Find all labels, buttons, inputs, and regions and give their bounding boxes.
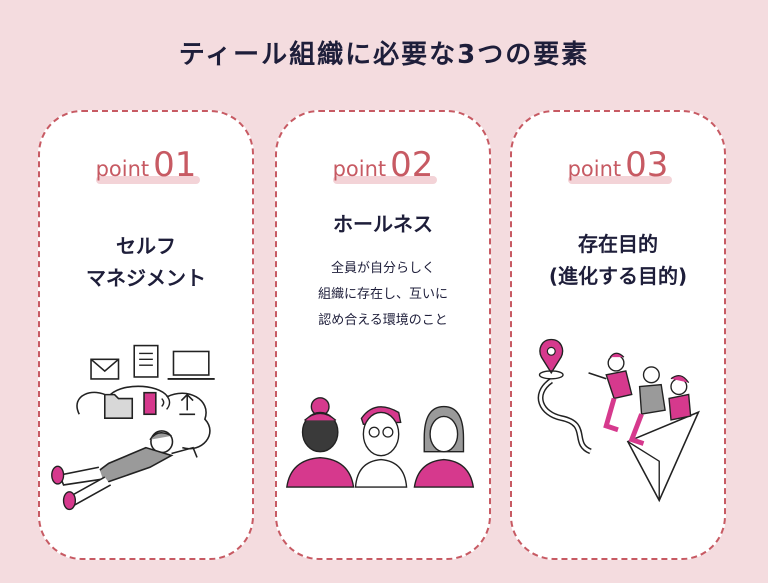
- point-number: 02: [390, 145, 434, 185]
- upload-icon: [179, 393, 196, 416]
- page-title: ティール組織に必要な3つの要素: [178, 40, 590, 70]
- card-heading: ホールネス: [277, 208, 489, 240]
- people-riding-plane: [588, 352, 692, 446]
- brush-stroke: [96, 176, 200, 184]
- person-woman-gray-hair: [413, 405, 475, 488]
- card-description: 全員が自分らしく 組織に存在し、互いに 認め合える環境のこと: [277, 256, 489, 334]
- heading-line: 存在目的: [578, 232, 658, 256]
- three-people-illustration: [286, 397, 475, 488]
- point-word: point: [332, 157, 387, 181]
- heading-line: (進化する目的): [548, 264, 688, 288]
- person-woman-curly-hair: [286, 397, 355, 488]
- description-line: 全員が自分らしく: [330, 261, 435, 276]
- point-word: point: [95, 157, 150, 181]
- card-heading: 存在目的 (進化する目的): [512, 228, 724, 292]
- card-heading: セルフ マネジメント: [40, 230, 252, 294]
- heading-line: セルフ: [116, 234, 176, 258]
- point-word: point: [567, 157, 622, 181]
- phone-icon: [143, 391, 171, 416]
- document-icon: [133, 344, 159, 378]
- brush-stroke: [568, 176, 672, 184]
- location-pin-icon: [538, 338, 564, 380]
- description-line: 組織に存在し、互いに: [317, 287, 448, 302]
- point-number: 01: [153, 145, 197, 185]
- person-man-glasses: [354, 406, 408, 488]
- brush-stroke: [333, 176, 437, 184]
- mail-icon: [90, 358, 120, 380]
- paper-plane-icon: [626, 410, 700, 503]
- description-line: 認め合える環境のこと: [318, 313, 448, 328]
- folder-icon: [103, 393, 134, 419]
- person-lying-illustration: [51, 430, 198, 511]
- point-number: 03: [625, 145, 669, 185]
- heading-line: マネジメント: [86, 266, 206, 290]
- paper-plane-journey-illustration: [537, 338, 700, 503]
- self-management-illustration: [51, 344, 215, 511]
- laptop-icon: [167, 350, 215, 380]
- heading-line: ホールネス: [333, 212, 433, 236]
